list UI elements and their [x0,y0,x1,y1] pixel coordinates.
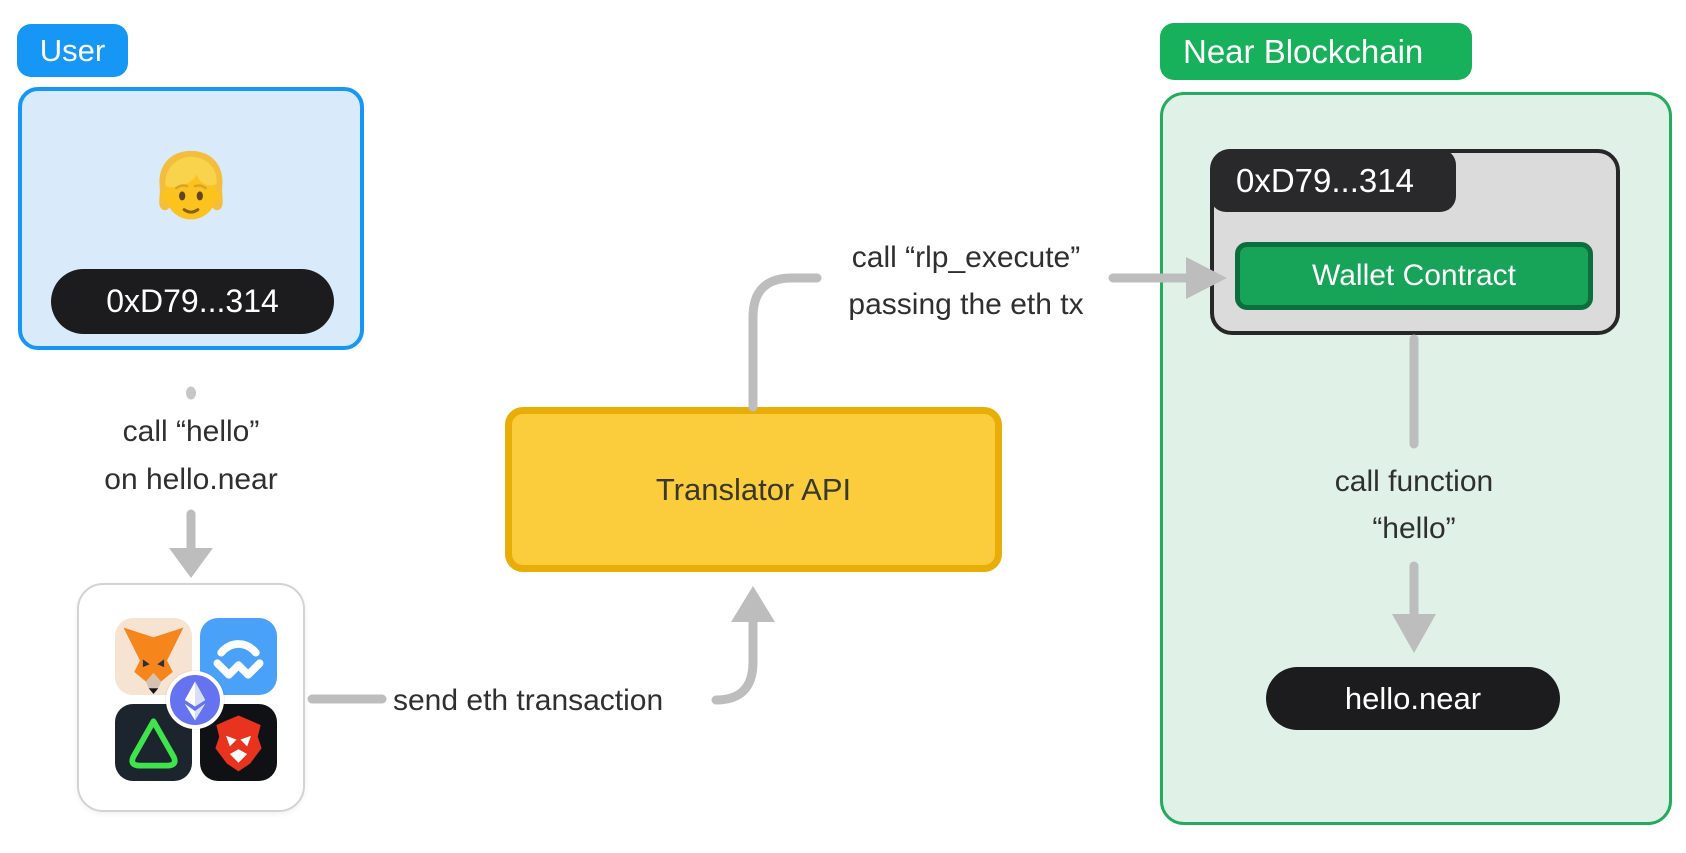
call-hello-label: call “hello” on hello.near [41,408,341,504]
wallets-box [77,583,305,812]
dotted-connector [186,386,196,400]
call-hello-line2: on hello.near [104,463,278,496]
user-badge: User [17,24,128,77]
hello-near-pill: hello.near [1266,667,1560,730]
call-function-line2: “hello” [1372,512,1456,545]
rlp-execute-label: call “rlp_execute” passing the eth tx [820,234,1112,328]
user-address-pill: 0xD79...314 [51,269,334,334]
near-address-pill: 0xD79...314 [1210,149,1456,212]
translator-api-box: Translator API [505,407,1002,572]
rlp-line2: passing the eth tx [848,288,1084,321]
near-blockchain-badge: Near Blockchain [1160,23,1472,80]
ethereum-icon [166,671,224,729]
wallet-contract-button: Wallet Contract [1235,242,1593,310]
elbow-translator-to-label [748,273,822,412]
send-eth-label: send eth transaction [393,684,664,717]
person-icon [144,145,238,239]
call-function-label: call function “hello” [1264,458,1564,552]
rlp-line1: call “rlp_execute” [851,241,1081,274]
arrowhead-up-translator [731,586,775,622]
user-box: 0xD79...314 [18,87,364,350]
arrow-send-to-translator [711,617,758,705]
arrowhead-down-left [169,548,213,578]
call-function-line1: call function [1334,465,1494,498]
call-hello-line1: call “hello” [122,415,260,448]
